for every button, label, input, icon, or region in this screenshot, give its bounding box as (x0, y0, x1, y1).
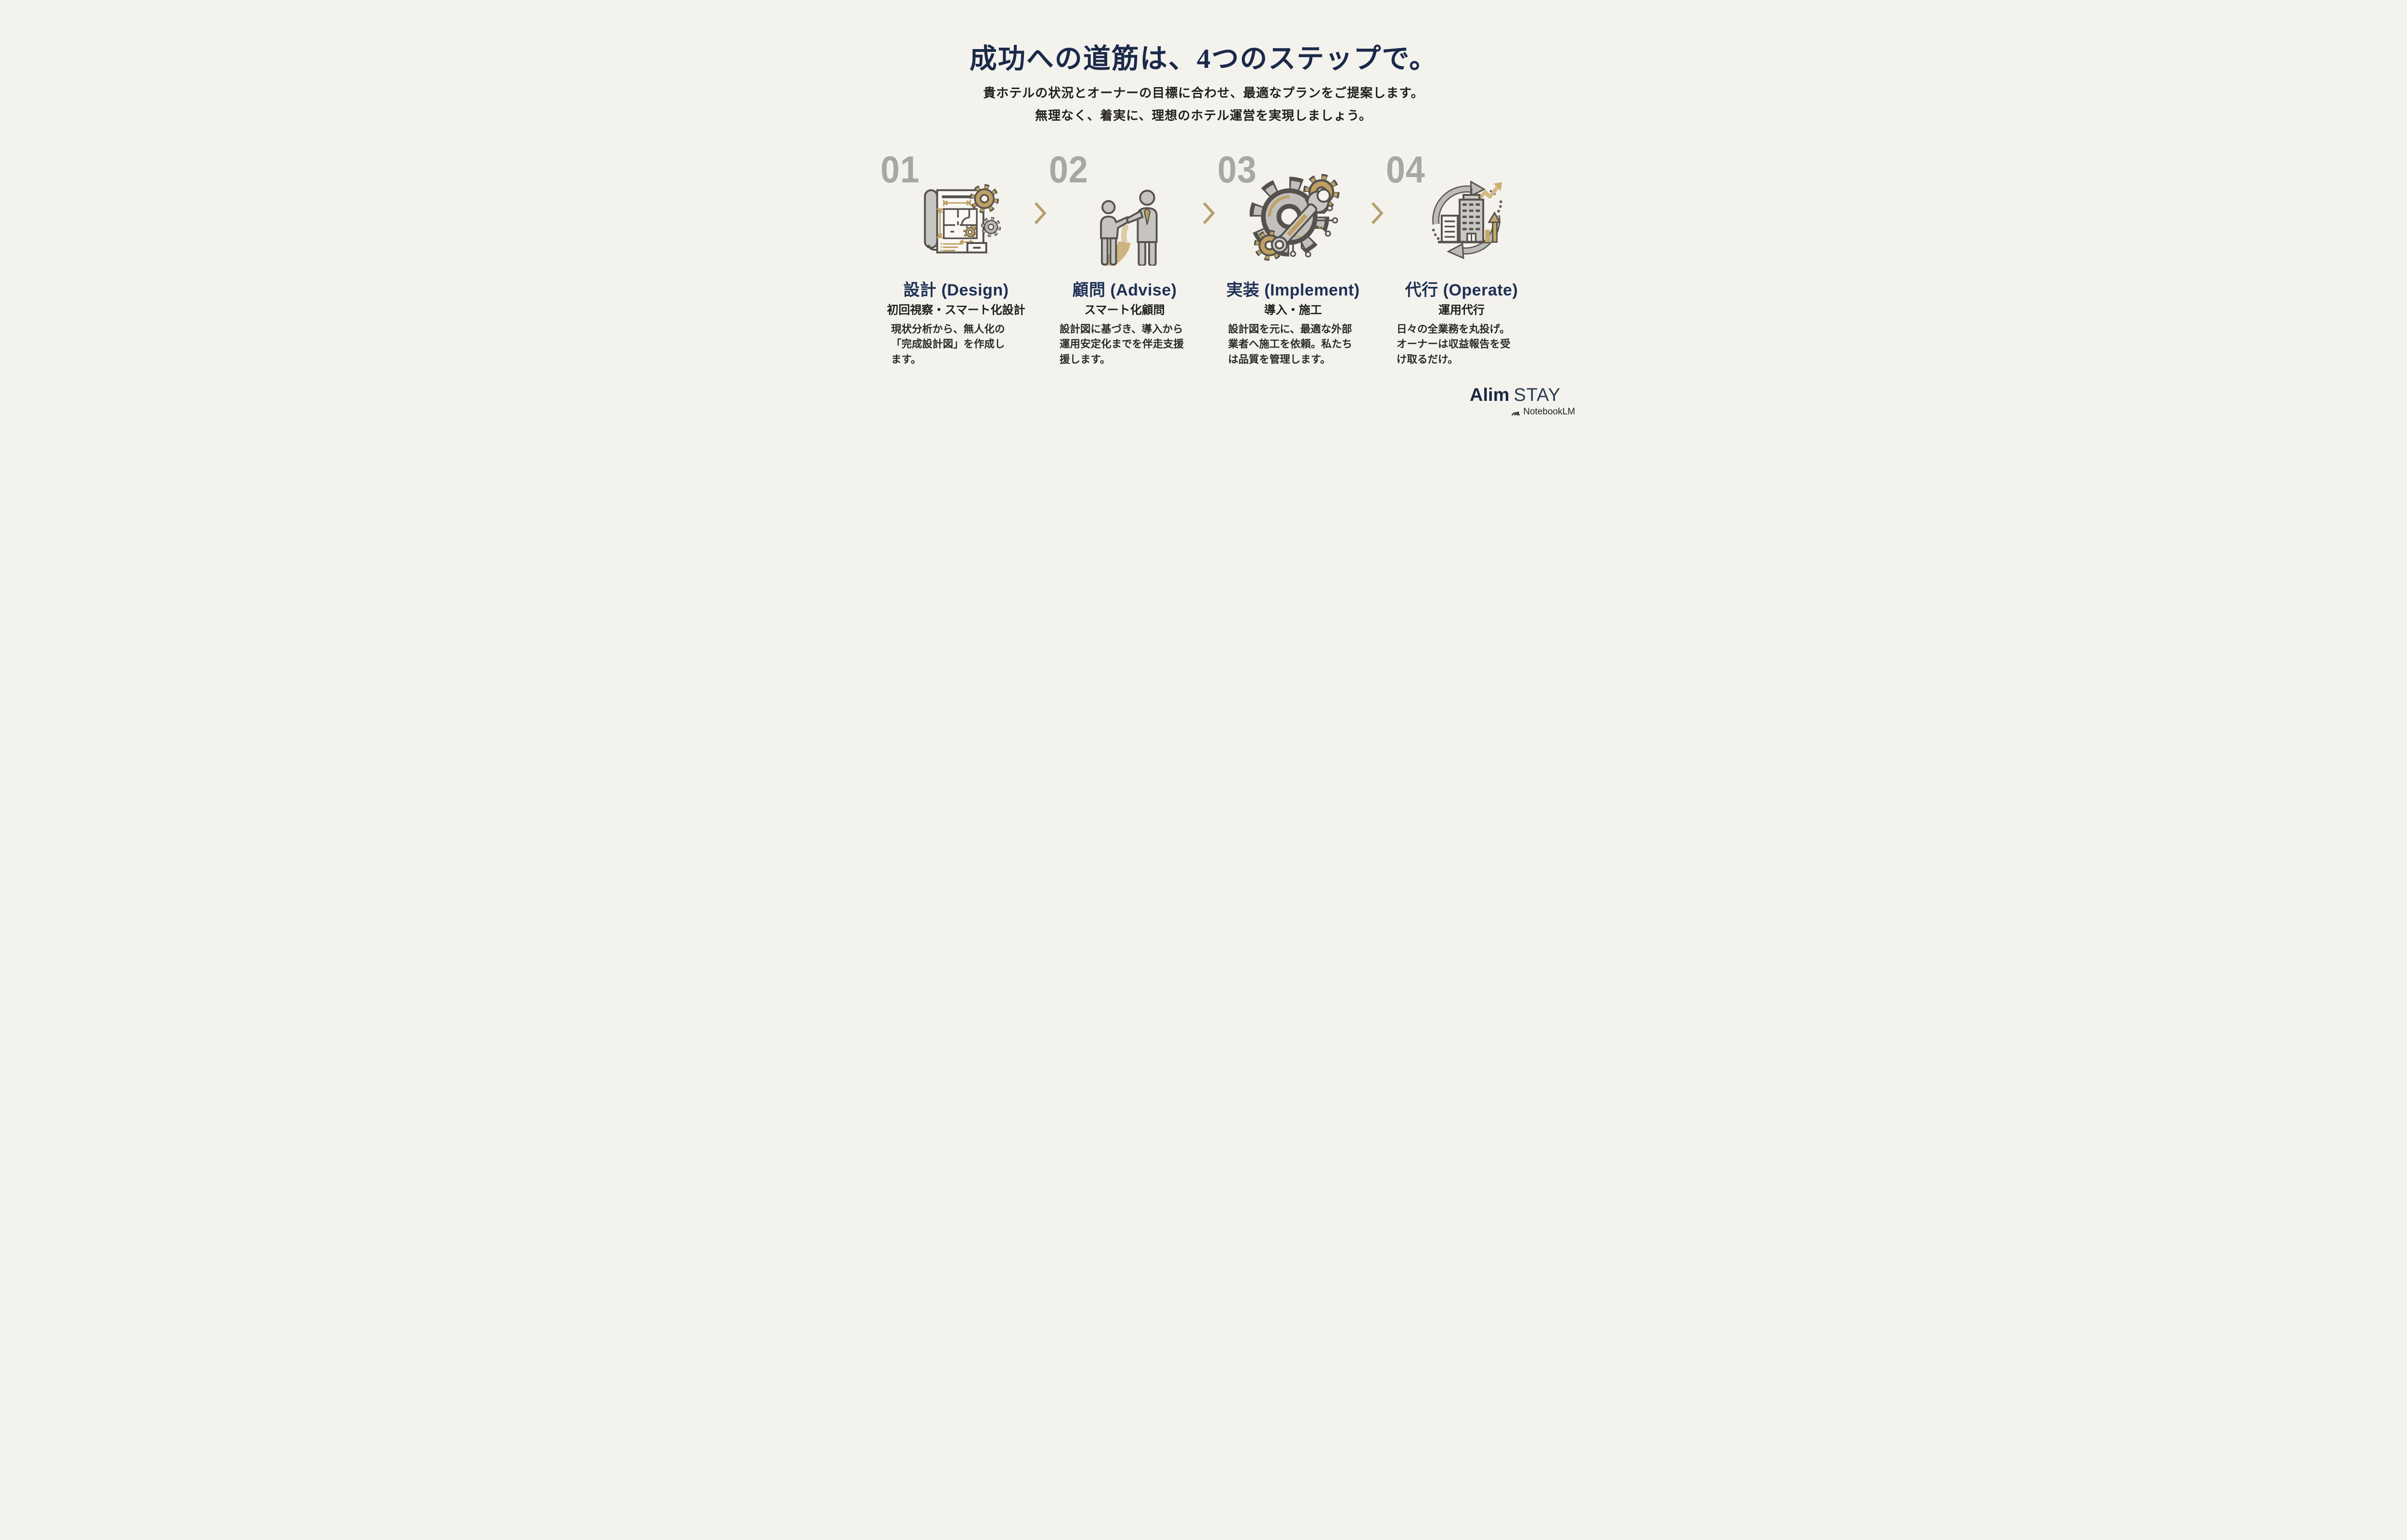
step-title: 設計 (Design) (903, 281, 1009, 299)
steps-row: 01 (872, 148, 1546, 380)
building-cycle-icon (1418, 171, 1513, 266)
step-description: 設計図に基づき、導入から 運用安定化までを伴走支援 援します。 (1060, 323, 1184, 365)
chevron-right-icon (1034, 202, 1047, 225)
notebooklm-label: NotebookLM (1523, 407, 1575, 417)
step-design: 01 (872, 148, 1040, 380)
step-title: 実装 (Implement) (1226, 281, 1360, 299)
brand-secondary: STAY (1514, 385, 1561, 405)
step-number: 02 (1049, 148, 1088, 191)
step-subtitle: 初回視察・スマート化設計 (887, 304, 1025, 317)
blueprint-gears-icon (913, 171, 1007, 266)
step-number: 03 (1217, 148, 1257, 191)
step-title: 顧問 (Advise) (1072, 281, 1177, 299)
notebooklm-icon (1512, 411, 1520, 416)
step-subtitle: 導入・施工 (1264, 304, 1322, 317)
handshake-people-icon (1081, 171, 1176, 266)
step-operate: 04 (1377, 148, 1546, 380)
step-implement: 03 (1209, 148, 1377, 380)
step-number: 04 (1386, 148, 1425, 191)
step-subtitle: 運用代行 (1438, 304, 1485, 317)
gear-wrench-icon (1250, 171, 1344, 266)
step-description: 設計図を元に、最適な外部 業者へ施工を依頼。私たち は品質を管理します。 (1228, 323, 1353, 365)
chevron-right-icon (1371, 202, 1384, 225)
process-slide: 成功への道筋は、4つのステップで。 貴ホテルの状況とオーナーの目標に合わせ、最適… (826, 0, 1581, 421)
step-subtitle: スマート化顧問 (1084, 304, 1165, 317)
step-number: 01 (880, 148, 920, 191)
notebooklm-watermark: NotebookLM (1470, 407, 1575, 417)
page-title: 成功への道筋は、4つのステップで。 (969, 44, 1438, 74)
brand-primary: Alim (1470, 385, 1510, 405)
step-advise: 02 (1040, 148, 1209, 380)
chevron-right-icon (1203, 202, 1215, 225)
step-description: 日々の全業務を丸投げ。 オーナーは収益報告を受 け取るだけ。 (1397, 323, 1511, 365)
step-description: 現状分析から、無人化の 「完成設計図」を作成し ます。 (891, 323, 1005, 365)
step-title: 代行 (Operate) (1405, 281, 1518, 299)
page-subtitle: 貴ホテルの状況とオーナーの目標に合わせ、最適なプランをご提案します。 無理なく、… (983, 86, 1424, 123)
